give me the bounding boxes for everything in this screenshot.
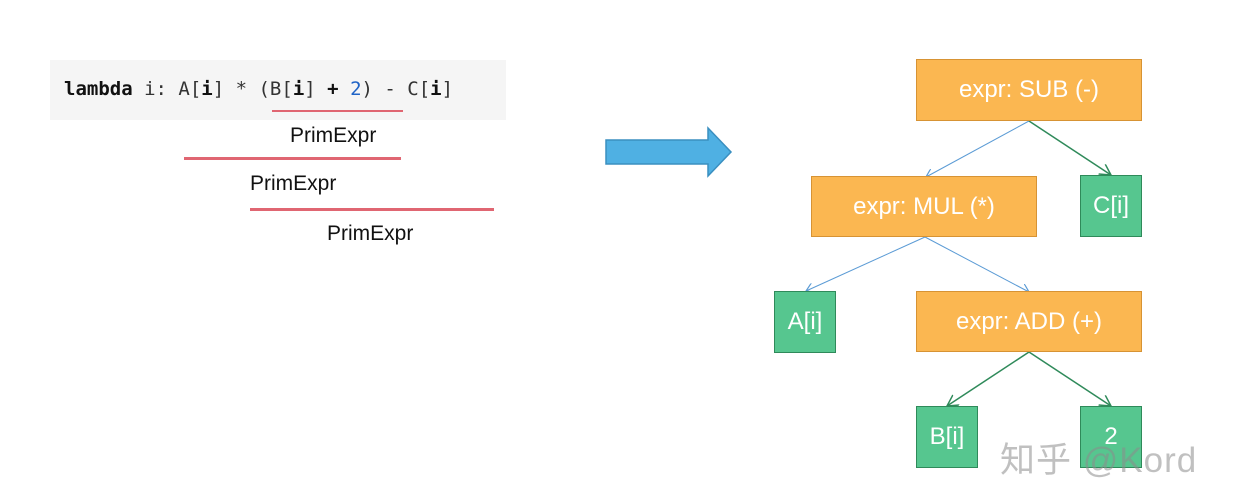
code-part: ) - C[ <box>361 78 431 100</box>
code-part: ] * (B[ <box>212 78 293 100</box>
code-part: ] <box>304 78 328 100</box>
code-index: i <box>201 78 213 100</box>
edge-add-two <box>1028 351 1111 406</box>
edge-sub-mul <box>926 120 1030 177</box>
code-index: i <box>430 78 442 100</box>
code-number: 2 <box>350 78 362 100</box>
edge-mul-add <box>924 236 1029 292</box>
code-part: ] <box>441 78 454 100</box>
node-a: A[i] <box>774 291 836 353</box>
underline-mul <box>184 157 401 160</box>
code-plus: + <box>327 78 339 100</box>
edge-sub-c <box>1028 120 1111 175</box>
code-index: i <box>292 78 305 100</box>
node-c: C[i] <box>1080 175 1142 237</box>
primexpr-label-sub: PrimExpr <box>327 222 414 245</box>
underline-inner <box>272 110 403 112</box>
watermark: 知乎 @Kord <box>1000 441 1198 480</box>
code-keyword: lambda <box>64 78 133 100</box>
edge-add-b <box>947 351 1030 406</box>
code-line: lambda i: A[i] * (B[i] + 2) - C[i] <box>64 78 453 100</box>
node-two: 2 <box>1080 406 1142 468</box>
code-part: i: A[ <box>132 78 202 100</box>
node-mul: expr: MUL (*) <box>811 176 1037 237</box>
primexpr-label-inner: PrimExpr <box>290 124 377 147</box>
underline-sub <box>250 208 494 211</box>
node-add: expr: ADD (+) <box>916 291 1142 352</box>
primexpr-label-mul: PrimExpr <box>250 172 337 195</box>
node-b: B[i] <box>916 406 978 468</box>
edge-mul-a <box>806 236 926 291</box>
node-sub: expr: SUB (-) <box>916 59 1142 121</box>
transform-arrow <box>605 126 733 178</box>
